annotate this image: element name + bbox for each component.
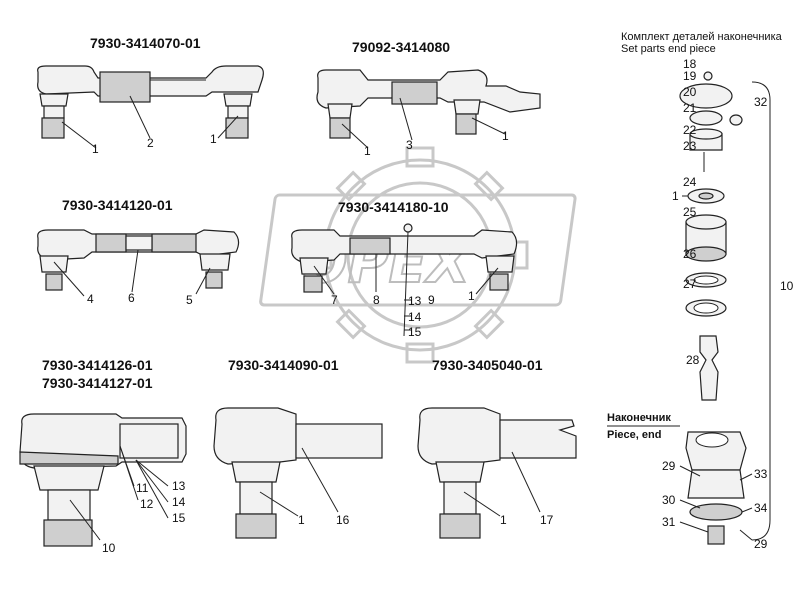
ref-1: 1: [364, 144, 371, 158]
ref-29: 29: [662, 459, 676, 473]
ref-21: 21: [683, 101, 697, 115]
end-piece-label-ru: Наконечник: [607, 412, 671, 424]
ref-34: 34: [754, 501, 768, 515]
part-number-7930-3414180-10: 7930-3414180-10: [338, 199, 449, 215]
assembly-7930-3414090-01: 1 16: [213, 407, 383, 539]
part-number-7930-3414090-01: 7930-3414090-01: [228, 357, 339, 373]
ref-30: 30: [662, 493, 676, 507]
ref-17: 17: [540, 513, 554, 527]
ref-13: 13: [408, 294, 422, 308]
ref-14: 14: [408, 310, 422, 324]
ref-12: 12: [140, 497, 154, 511]
ref-10: 10: [780, 279, 794, 293]
assembly-7930-3414120-01: 4 6 5: [37, 229, 240, 307]
ref-1: 1: [92, 142, 99, 156]
ref-5: 5: [186, 293, 193, 307]
ref-8: 8: [373, 293, 380, 307]
assembly-7930-3405040-01: 1 17: [417, 407, 577, 539]
ref-19: 19: [683, 69, 697, 83]
kit-column: Комплект деталей наконечника Set parts e…: [607, 31, 794, 551]
ref-23: 23: [683, 139, 697, 153]
part-number-7930-3414126-01: 7930-3414126-01: [42, 357, 153, 373]
kit-title-en: Set parts end piece: [621, 43, 716, 55]
ref-11: 11: [136, 481, 149, 495]
ref-1: 1: [502, 129, 509, 143]
ref-1: 1: [500, 513, 507, 527]
ref-22: 22: [683, 123, 697, 137]
ref-14: 14: [172, 495, 186, 509]
ref-18: 18: [683, 57, 697, 71]
ref-13: 13: [172, 479, 186, 493]
ref-33: 33: [754, 467, 768, 481]
assembly-7930-3414070-01: 1 2 1: [37, 65, 264, 156]
ref-10: 10: [102, 541, 116, 555]
part-number-7930-3414127-01: 7930-3414127-01: [42, 375, 153, 391]
ref-28: 28: [686, 353, 700, 367]
ref-1: 1: [298, 513, 305, 527]
kit-title-ru: Комплект деталей наконечника: [621, 31, 783, 43]
ref-16: 16: [336, 513, 350, 527]
ref-24: 24: [683, 175, 697, 189]
ref-25: 25: [683, 205, 697, 219]
ref-9: 9: [428, 293, 435, 307]
ref-26: 26: [683, 247, 697, 261]
ref-31: 31: [662, 515, 676, 529]
ref-1: 1: [468, 289, 475, 303]
ref-15: 15: [172, 511, 186, 525]
ref-1: 1: [672, 189, 679, 203]
part-number-7930-3405040-01: 7930-3405040-01: [432, 357, 543, 373]
assembly-79092-3414080: 1 3 1: [316, 69, 541, 158]
part-number-7930-3414070-01: 7930-3414070-01: [90, 35, 201, 51]
ref-6: 6: [128, 291, 135, 305]
ref-3: 3: [406, 138, 413, 152]
ref-7: 7: [331, 293, 338, 307]
ref-4: 4: [87, 292, 94, 306]
ref-2: 2: [147, 136, 154, 150]
assembly-7930-3414180-10: 7 8 9 1 13 14 15: [291, 223, 518, 339]
part-number-79092-3414080: 79092-3414080: [352, 39, 450, 55]
ref-32: 32: [754, 95, 768, 109]
end-piece-label-en: Piece, end: [607, 429, 661, 441]
part-number-7930-3414120-01: 7930-3414120-01: [62, 197, 173, 213]
assembly-7930-3414126-01: 11 12 13 14 15 10: [19, 413, 187, 555]
ref-29: 29: [754, 537, 768, 551]
ref-15: 15: [408, 325, 422, 339]
ref-27: 27: [683, 277, 697, 291]
ref-1: 1: [210, 132, 217, 146]
ref-20: 20: [683, 85, 697, 99]
